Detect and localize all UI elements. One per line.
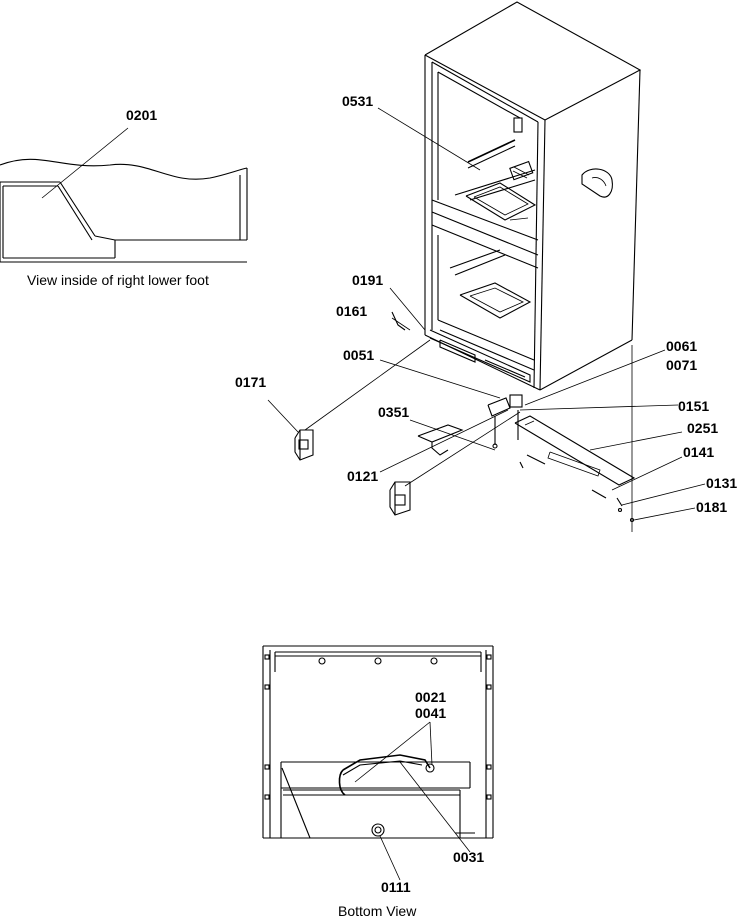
callout-0351: 0351 xyxy=(378,404,409,420)
callout-0251: 0251 xyxy=(687,420,718,436)
callout-0031: 0031 xyxy=(453,849,484,865)
callout-0071: 0071 xyxy=(666,357,697,373)
inset-caption: View inside of right lower foot xyxy=(27,272,209,288)
leveling-parts xyxy=(294,311,636,523)
callout-0141: 0141 xyxy=(683,444,714,460)
leader-lines xyxy=(267,107,706,521)
callout-0111: 0111 xyxy=(381,879,411,895)
callout-0041: 0041 xyxy=(415,705,446,721)
callout-0021: 0021 xyxy=(415,689,446,705)
callout-0161: 0161 xyxy=(336,303,367,319)
callout-0061: 0061 xyxy=(666,338,697,354)
callout-0051: 0051 xyxy=(343,347,374,363)
callout-0131: 0131 xyxy=(706,475,737,491)
bottom-view-caption: Bottom View xyxy=(338,903,417,919)
callout-0531: 0531 xyxy=(342,93,373,109)
bottom-view-drawing xyxy=(262,645,494,839)
callout-0121: 0121 xyxy=(347,468,378,484)
callout-0181: 0181 xyxy=(696,499,727,515)
inset-foot-view xyxy=(0,127,248,263)
callout-0151: 0151 xyxy=(678,398,709,414)
bottom-view-leaders xyxy=(354,721,471,881)
callout-0191: 0191 xyxy=(352,272,383,288)
refrigerator-cabinet xyxy=(424,1,642,391)
callout-0171: 0171 xyxy=(235,374,266,390)
callout-0201: 0201 xyxy=(126,107,157,123)
